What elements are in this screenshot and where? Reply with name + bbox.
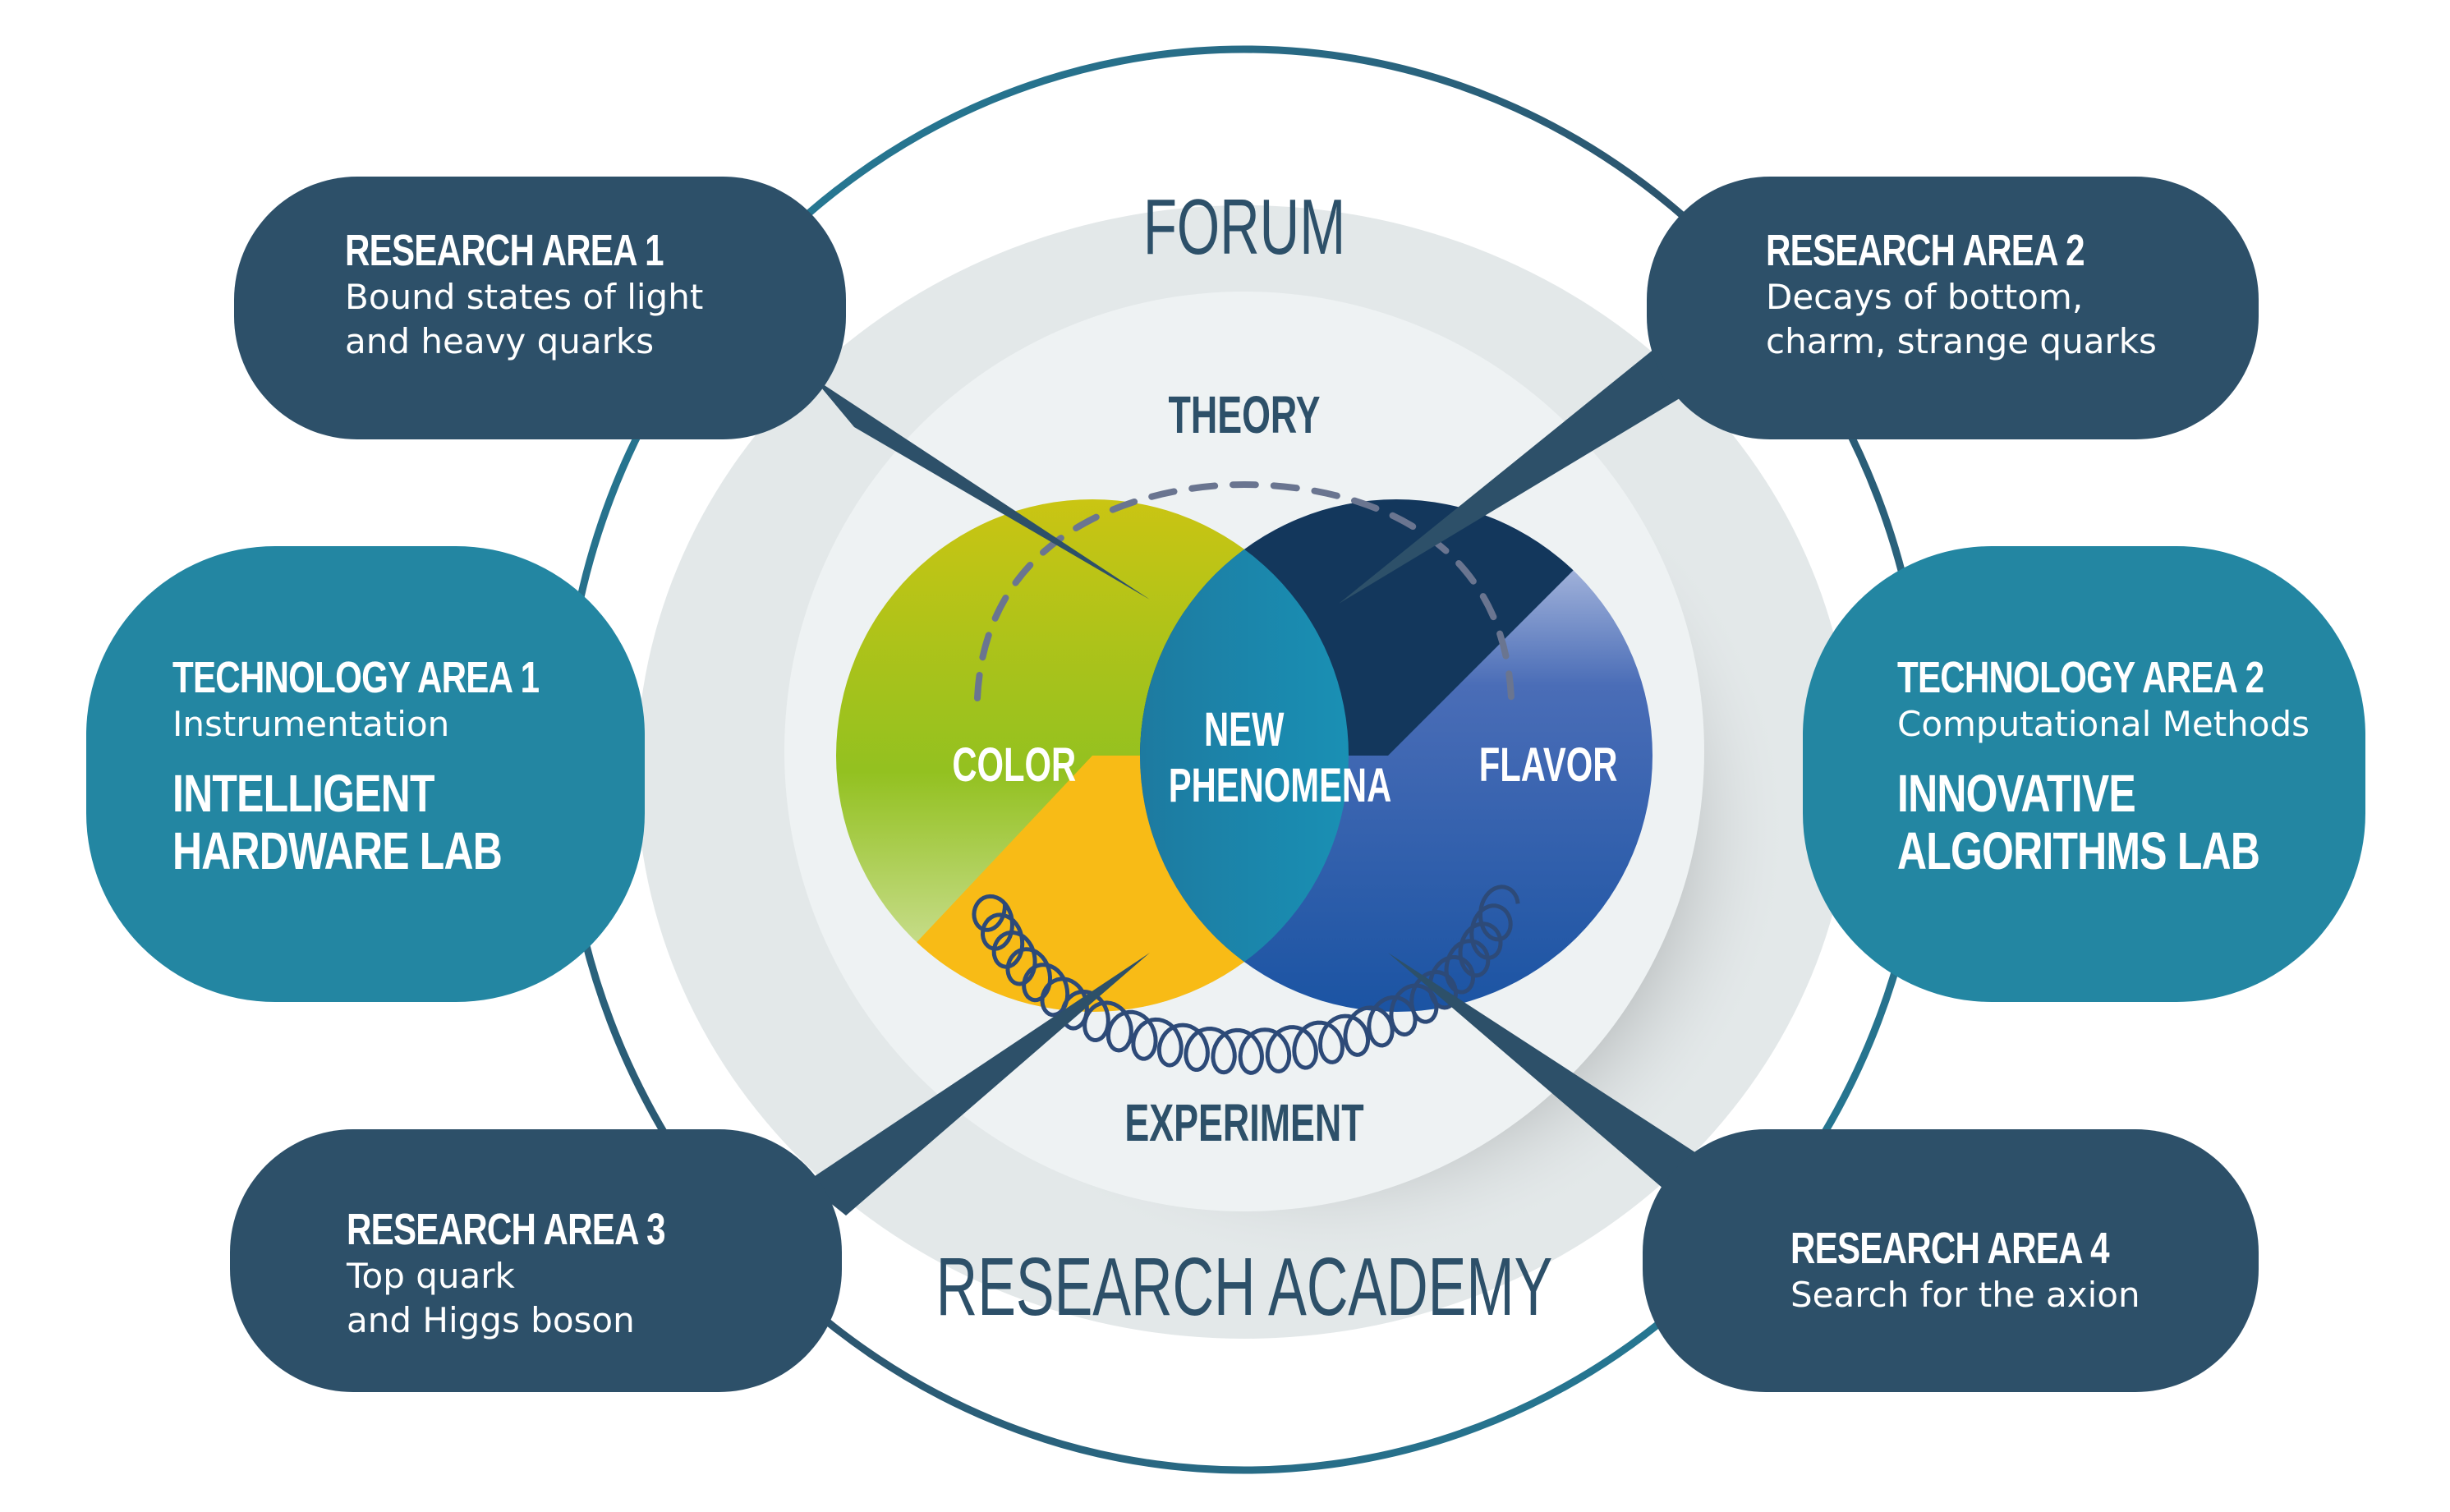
ra3-title: RESEARCH AREA 3 <box>347 1205 666 1254</box>
ra3-line1: Top quark <box>347 1256 515 1296</box>
ra3-line2: and Higgs boson <box>347 1300 635 1340</box>
ta1-lab-line1: INTELLIGENT <box>172 764 434 823</box>
research-academy-label: RESEARCH ACADEMY <box>935 1241 1553 1333</box>
ra1-line1: Bound states of light <box>345 277 704 317</box>
pointer-ra3 <box>805 953 1150 1216</box>
ra4-line1: Search for the axion <box>1790 1275 2140 1315</box>
ta1-lab-line2: HARDWARE LAB <box>172 821 503 880</box>
ra1-line2: and heavy quarks <box>345 321 655 361</box>
ta1-subtitle: Instrumentation <box>172 704 450 744</box>
ta2-title: TECHNOLOGY AREA 2 <box>1897 653 2264 702</box>
venn-label-new-phenomena: NEW PHENOMENA <box>1125 702 1391 814</box>
ra2-title: RESEARCH AREA 2 <box>1766 226 2085 275</box>
ra2-line1: Decays of bottom, <box>1766 277 2084 317</box>
ta2-lab-line2: ALGORITHMS LAB <box>1897 821 2260 880</box>
research-area-1-card[interactable]: RESEARCH AREA 1 Bound states of light an… <box>234 177 846 439</box>
ra2-line2: charm, strange quarks <box>1766 321 2157 361</box>
gluon-spring <box>972 885 1520 1075</box>
forum-label: FORUM <box>1142 183 1346 271</box>
research-area-2-card[interactable]: RESEARCH AREA 2 Decays of bottom, charm,… <box>1647 177 2259 439</box>
venn-label-flavor: FLAVOR <box>1452 738 1644 793</box>
technology-area-2-card[interactable]: TECHNOLOGY AREA 2 Computational Methods … <box>1803 546 2365 1002</box>
pointer-ra4 <box>1388 953 1717 1199</box>
ta2-lab-line1: INNOVATIVE <box>1897 764 2136 823</box>
dashed-arc <box>974 480 1515 701</box>
experiment-label: EXPERIMENT <box>1124 1093 1364 1152</box>
color-text: COLOR <box>952 738 1077 792</box>
pointer-ra1 <box>813 378 1150 600</box>
ra1-title: RESEARCH AREA 1 <box>345 226 664 275</box>
ta1-title: TECHNOLOGY AREA 1 <box>172 653 540 702</box>
technology-area-1-card[interactable]: TECHNOLOGY AREA 1 Instrumentation INTELL… <box>86 546 645 1002</box>
ta2-subtitle: Computational Methods <box>1897 704 2310 744</box>
research-area-3-card[interactable]: RESEARCH AREA 3 Top quark and Higgs boso… <box>230 1129 842 1392</box>
phenomena-text: PHENOMENA <box>1168 759 1392 812</box>
ra4-title: RESEARCH AREA 4 <box>1790 1224 2110 1273</box>
theory-label: THEORY <box>1168 385 1321 444</box>
venn-intersection <box>1140 499 1349 1012</box>
flavor-text: FLAVOR <box>1478 738 1618 792</box>
new-text: NEW <box>1204 703 1285 756</box>
venn-label-color: COLOR <box>928 738 1100 793</box>
pointer-ra2 <box>1339 345 1700 604</box>
research-area-4-card[interactable]: RESEARCH AREA 4 Search for the axion <box>1643 1129 2259 1392</box>
